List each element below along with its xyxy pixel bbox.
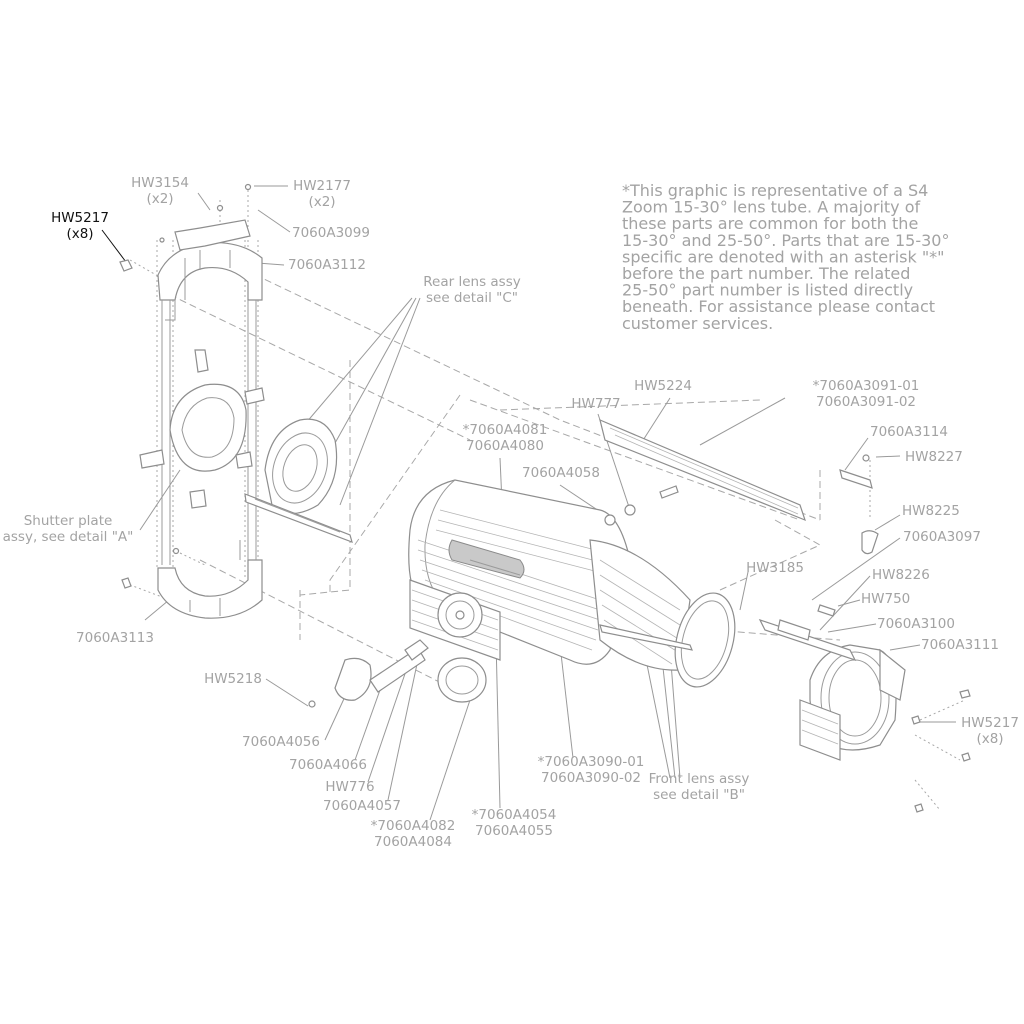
- lens-tube: [408, 479, 736, 688]
- note-line: these parts are common for both the: [622, 214, 918, 233]
- callout-hw8225: HW8225: [902, 503, 960, 519]
- callout-line: HW5217: [51, 210, 109, 226]
- callout-line: 7060A3097: [903, 529, 981, 545]
- callout-line: 7060A3091-02: [816, 394, 916, 410]
- callout-hw776: HW776: [325, 779, 374, 795]
- callout-hw5218: HW5218: [204, 671, 262, 687]
- callout-hw750: HW750: [861, 591, 910, 607]
- callout-7060a3114: 7060A3114: [870, 424, 948, 440]
- callout-line: Front lens assy: [649, 771, 750, 787]
- callout-line: *7060A4082: [371, 818, 456, 834]
- callout-line: *7060A3090-01: [538, 754, 645, 770]
- callout-line: HW3154: [131, 175, 189, 191]
- part-callouts: HW5217(x8)HW3154(x2)HW2177(x2)7060A30997…: [3, 175, 1019, 850]
- callout-hw2177: HW2177(x2): [293, 178, 351, 210]
- rear-lens-assembly: [244, 418, 353, 543]
- callout-line: 7060A4057: [323, 798, 401, 814]
- shutter-housing: [119, 183, 265, 619]
- callout-hw5217-right: HW5217(x8): [961, 715, 1019, 747]
- callout-hw3154: HW3154(x2): [131, 175, 189, 207]
- callout-hw8226: HW8226: [872, 567, 930, 583]
- callout-line: 7060A4056: [242, 734, 320, 750]
- callout-7060a3100: 7060A3100: [877, 616, 955, 632]
- callout-line: HW5217: [961, 715, 1019, 731]
- callout-line: see detail "C": [426, 290, 518, 306]
- top-rail: [599, 418, 806, 526]
- note-line: beneath. For assistance please contact: [622, 297, 935, 316]
- callout-hw3185: HW3185: [746, 560, 804, 576]
- callout-line: 7060A3112: [288, 257, 366, 273]
- callout-hw8227: HW8227: [905, 449, 963, 465]
- callout-hw5217-left: HW5217(x8): [51, 210, 109, 242]
- callout-line: 7060A4084: [374, 834, 452, 850]
- leader-lines: [101, 185, 956, 821]
- note-line: *This graphic is representative of a S4: [622, 181, 928, 200]
- callout-line: *7060A4054: [472, 807, 557, 823]
- note-line: 15-30° and 25-50°. Parts that are 15-30°: [622, 231, 949, 250]
- callout-line: (x8): [66, 226, 93, 242]
- callout-7060a4056: 7060A4056: [242, 734, 320, 750]
- callout-7060a4058: 7060A4058: [522, 465, 600, 481]
- note-line: customer services.: [622, 314, 773, 333]
- callout-line: 7060A3090-02: [541, 770, 641, 786]
- callout-line: 7060A4055: [475, 823, 553, 839]
- callout-line: 7060A3111: [921, 637, 999, 653]
- callout-line: (x2): [308, 194, 335, 210]
- callout-line: HW777: [571, 396, 620, 412]
- callout-line: *7060A3091-01: [813, 378, 920, 394]
- callout-line: HW8227: [905, 449, 963, 465]
- callout-hw777: HW777: [571, 396, 620, 412]
- callout-line: HW750: [861, 591, 910, 607]
- callout-line: 7060A3099: [292, 225, 370, 241]
- callout-line: HW2177: [293, 178, 351, 194]
- callout-line: 7060A4058: [522, 465, 600, 481]
- callout-7060a3113: 7060A3113: [76, 630, 154, 646]
- callout-line: 7060A4080: [466, 438, 544, 454]
- note-line: before the part number. The related: [622, 264, 910, 283]
- callout-7060a3097: 7060A3097: [903, 529, 981, 545]
- callout-line: HW8225: [902, 503, 960, 519]
- callout-line: 7060A3114: [870, 424, 948, 440]
- callout-7060a4057: 7060A4057: [323, 798, 401, 814]
- callout-line: assy, see detail "A": [3, 529, 134, 545]
- callout-line: HW776: [325, 779, 374, 795]
- callout-line: (x2): [146, 191, 173, 207]
- callout-7060a3099: 7060A3099: [292, 225, 370, 241]
- callout-line: 7060A3113: [76, 630, 154, 646]
- callout-line: (x8): [976, 731, 1003, 747]
- callout-line: 7060A4066: [289, 757, 367, 773]
- callout-line: Shutter plate: [24, 513, 113, 529]
- note-line: 25-50° part number is listed directly: [622, 281, 913, 300]
- callout-7060a3111: 7060A3111: [921, 637, 999, 653]
- note-line: specific are denoted with an asterisk "*…: [622, 247, 945, 266]
- front-housing: [758, 454, 971, 813]
- callout-line: HW5218: [204, 671, 262, 687]
- callout-line: Rear lens assy: [423, 274, 520, 290]
- callout-7060a3112: 7060A3112: [288, 257, 366, 273]
- callout-line: HW5224: [634, 378, 692, 394]
- callout-hw5224: HW5224: [634, 378, 692, 394]
- knob-assembly: [308, 592, 487, 708]
- callout-line: *7060A4081: [463, 422, 548, 438]
- note-text: *This graphic is representative of a S4Z…: [622, 181, 949, 333]
- callout-line: HW3185: [746, 560, 804, 576]
- callout-7060a4066: 7060A4066: [289, 757, 367, 773]
- callout-line: see detail "B": [653, 787, 745, 803]
- callout-line: 7060A3100: [877, 616, 955, 632]
- note-line: Zoom 15-30° lens tube. A majority of: [622, 198, 921, 217]
- callout-line: HW8226: [872, 567, 930, 583]
